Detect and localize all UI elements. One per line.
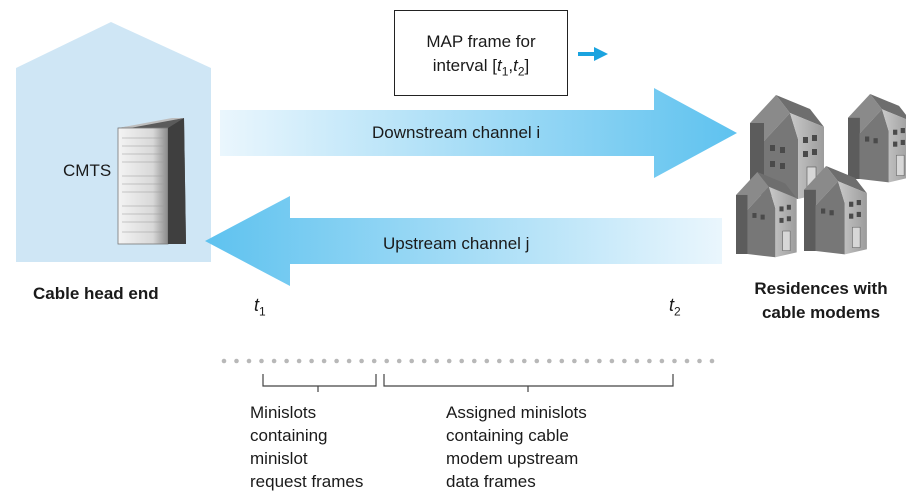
time-t2-label: t2 xyxy=(669,295,681,319)
minislot-dot xyxy=(221,358,227,364)
request-text-line: minislot xyxy=(250,449,308,468)
house-icon xyxy=(848,94,906,183)
minislot-dot xyxy=(597,358,602,364)
minislot-dot xyxy=(284,358,289,364)
minislot-dot xyxy=(434,358,440,364)
minislot-dot xyxy=(234,358,239,364)
residences-line2: cable modems xyxy=(761,303,881,322)
minislot-dot xyxy=(572,358,577,364)
minislot-dot xyxy=(547,358,552,364)
assigned-text-line: data frames xyxy=(446,472,536,491)
map-frame-arrow xyxy=(578,47,608,61)
request-text-line: request frames xyxy=(250,472,364,491)
minislot-dot xyxy=(697,358,702,364)
upstream-arrow xyxy=(205,196,722,286)
house-icon xyxy=(736,172,797,258)
minislot-dot xyxy=(647,358,652,364)
minislot-dot xyxy=(522,358,527,364)
minislot-dot xyxy=(634,358,640,364)
minislot-dot xyxy=(534,358,540,364)
minislot-dot xyxy=(459,358,465,364)
minislot-dot xyxy=(384,358,390,364)
minislot-dot xyxy=(684,358,690,364)
minislot-dot xyxy=(321,358,327,364)
assigned-minislots-brace xyxy=(383,374,674,392)
minislot-dot xyxy=(622,358,627,364)
request-text-line: Minislots xyxy=(250,403,317,422)
request-text-line: containing xyxy=(250,426,328,445)
map-frame-box: MAP frame for interval [t1,t2] xyxy=(394,10,568,96)
request-minislots-brace xyxy=(262,374,377,392)
downstream-channel-label: Downstream channel i xyxy=(372,123,541,142)
minislot-dot xyxy=(409,358,415,364)
minislot-dot xyxy=(709,358,715,364)
minislot-dot xyxy=(672,358,677,364)
minislot-dot xyxy=(659,358,665,364)
minislot-dot xyxy=(359,358,364,364)
minislot-dot xyxy=(371,358,377,364)
minislot-dot xyxy=(421,358,427,364)
upstream-channel-label: Upstream channel j xyxy=(383,234,530,253)
cmts-server-icon xyxy=(117,118,186,245)
minislot-dot xyxy=(246,358,252,364)
time-t1-label: t1 xyxy=(254,295,266,319)
minislot-dot xyxy=(309,358,314,364)
minislot-dot xyxy=(484,358,490,364)
minislot-dot xyxy=(271,358,277,364)
minislot-dot xyxy=(396,358,402,364)
assigned-text-line: Assigned minislots xyxy=(446,403,587,422)
minislot-dot xyxy=(296,358,302,364)
minislot-dot xyxy=(497,358,502,364)
minislot-dot xyxy=(609,358,615,364)
minislot-dot xyxy=(509,358,515,364)
cmts-label: CMTS xyxy=(63,161,112,180)
minislot-dot xyxy=(346,358,352,364)
minislot-dot xyxy=(334,358,339,364)
downstream-arrow xyxy=(220,88,737,178)
residences-line1: Residences with xyxy=(754,279,888,298)
house-icon xyxy=(804,166,867,255)
minislot-dot-row xyxy=(221,358,715,364)
assigned-text-line: containing cable xyxy=(446,426,569,445)
minislot-dot xyxy=(584,358,590,364)
map-frame-title: MAP frame for xyxy=(426,32,536,51)
map-frame-interval: interval [t1,t2] xyxy=(432,56,530,79)
head-end-caption: Cable head end xyxy=(33,284,159,303)
minislot-dot xyxy=(559,358,565,364)
assigned-text-line: modem upstream xyxy=(446,449,579,468)
minislot-dot xyxy=(446,358,452,364)
minislot-dot xyxy=(472,358,477,364)
minislot-dot xyxy=(259,358,264,364)
